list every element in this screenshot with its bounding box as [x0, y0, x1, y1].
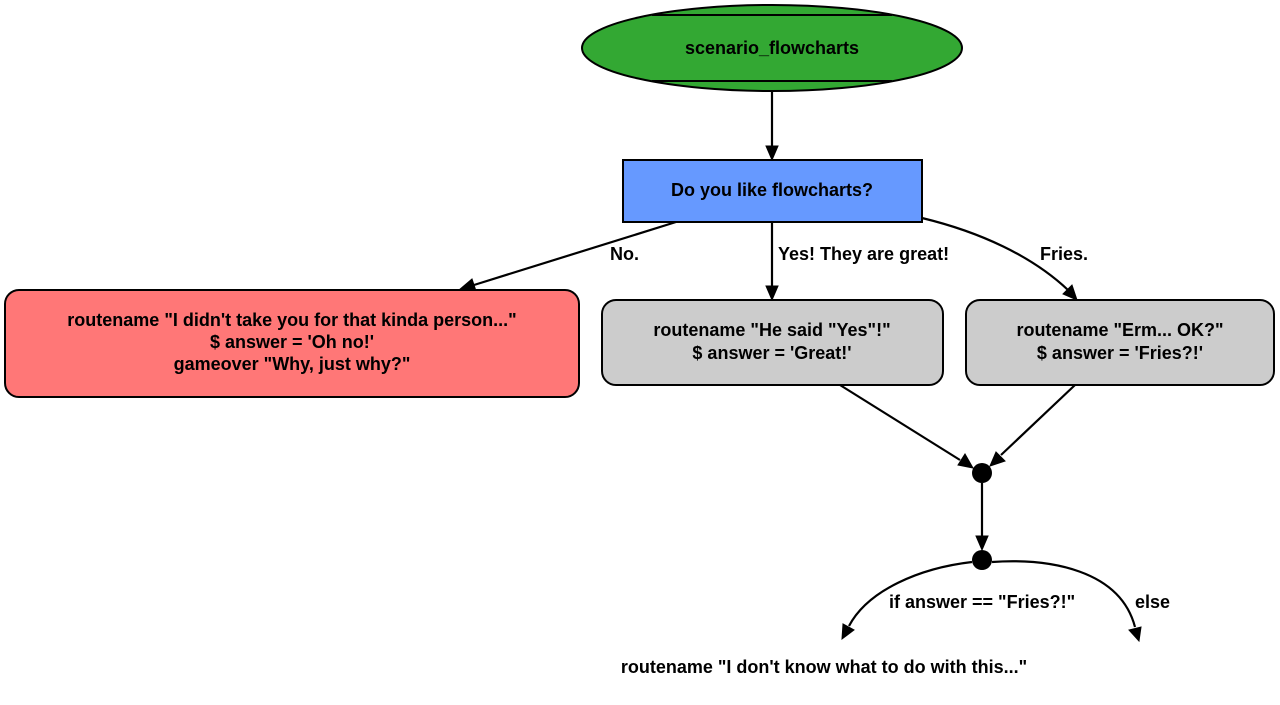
no-route-line-3: gameover "Why, just why?"	[174, 354, 411, 374]
fries-route-node-shape	[965, 299, 1275, 386]
edge-merge-to-branch	[975, 483, 989, 552]
edge-yes-to-merge	[839, 384, 974, 469]
yes-route-node-shape	[601, 299, 944, 386]
yes-route-line-2: $ answer = 'Great!'	[692, 343, 851, 363]
no-route-line-2: $ answer = 'Oh no!'	[210, 332, 374, 352]
edge-label-if: if answer == "Fries?!"	[889, 592, 1075, 612]
edge-label-else: else	[1135, 592, 1170, 612]
no-route-node: routename "I didn't take you for that ki…	[4, 289, 580, 398]
question-node-label: Do you like flowcharts?	[671, 180, 873, 200]
edge-if	[841, 560, 973, 641]
edge-else	[991, 560, 1142, 643]
final-route-label: routename "I don't know what to do with …	[621, 657, 1027, 677]
no-route-node-shape	[4, 289, 580, 398]
edge-yes	[765, 222, 779, 302]
no-route-line-1: routename "I didn't take you for that ki…	[67, 310, 516, 330]
start-node: scenario_flowcharts	[581, 4, 963, 92]
question-node: Do you like flowcharts?	[622, 159, 923, 223]
edge-fries-to-merge	[989, 384, 1076, 467]
start-node-shape	[581, 4, 963, 92]
fries-route-node: routename "Erm... OK?" $ answer = 'Fries…	[965, 299, 1275, 386]
fries-route-line-2: $ answer = 'Fries?!'	[1037, 343, 1203, 363]
fries-route-line-1: routename "Erm... OK?"	[1016, 320, 1223, 340]
edge-fries	[921, 216, 1078, 301]
merge-point	[972, 463, 992, 483]
yes-route-node: routename "He said "Yes"!" $ answer = 'G…	[601, 299, 944, 386]
yes-route-line-1: routename "He said "Yes"!"	[653, 320, 890, 340]
edge-start-to-question	[765, 92, 779, 162]
edge-no	[457, 220, 677, 292]
edge-label-no: No.	[610, 244, 639, 264]
start-node-label: scenario_flowcharts	[685, 38, 859, 58]
edge-label-yes: Yes! They are great!	[778, 244, 949, 264]
branch-point	[972, 550, 992, 570]
question-node-shape	[622, 159, 923, 223]
edge-label-fries: Fries.	[1040, 244, 1088, 264]
